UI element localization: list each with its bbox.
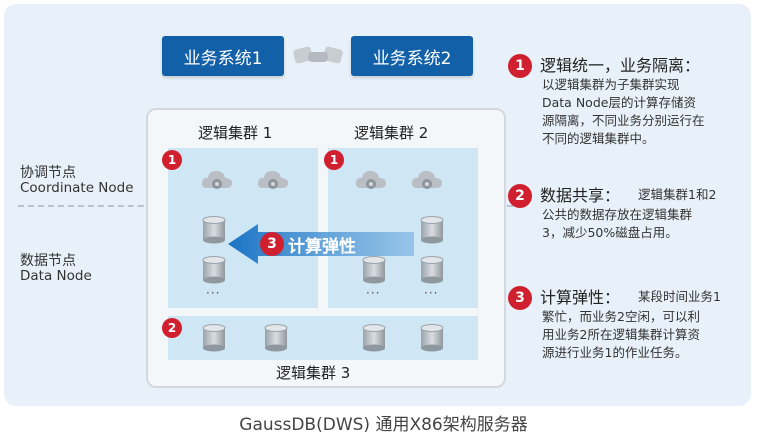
cluster-3-label: 逻辑集群 3 [276, 364, 351, 382]
badge-1-cluster-1: 1 [162, 150, 182, 170]
diagram-canvas: 业务系统1 业务系统2 逻辑集群 1 逻辑集群 2 逻辑集群 3 1 1 2 [4, 4, 751, 406]
database-icon [420, 256, 444, 284]
annotation-1-badge: 1 [508, 54, 532, 78]
database-icon [420, 216, 444, 244]
badge-2-cluster-3: 2 [162, 318, 182, 338]
coordinator-cloud-icon [355, 171, 386, 189]
badge-1-cluster-2: 1 [324, 150, 344, 170]
cluster-2-label: 逻辑集群 2 [354, 124, 429, 142]
cluster-1-label: 逻辑集群 1 [198, 124, 273, 142]
database-icon [202, 256, 226, 284]
coordinate-layer-label-cn: 协调节点 [20, 165, 76, 181]
annotation-3-body: 繁忙，而业务2空闲，可以利 用业务2所在逻辑集群计算资 源进行业务1的作业任务。 [542, 309, 700, 360]
annotation-1-body: 以逻辑集群为子集群实现 Data Node层的计算存储资 源隔离，不同业务分别运… [542, 77, 705, 146]
database-icon [420, 324, 444, 352]
arrow-label: 计算弹性 [288, 237, 356, 257]
cluster-1 [168, 148, 318, 308]
handshake-icon [293, 46, 343, 64]
badge-3-arrow: 3 [260, 232, 284, 256]
database-icon [362, 256, 386, 284]
annotation-2-body-line1: 逻辑集群1和2 [638, 187, 717, 202]
database-icon [202, 324, 226, 352]
cluster-2 [328, 148, 478, 308]
database-icon [362, 324, 386, 352]
more-nodes-indicator: ··· [366, 286, 381, 300]
system-box-2: 业务系统2 [351, 36, 473, 76]
annotation-2-body: 公共的数据存放在逻辑集群 3，减少50%磁盘占用。 [542, 207, 693, 240]
more-nodes-indicator: ··· [424, 286, 439, 300]
system-box-1: 业务系统1 [162, 36, 284, 76]
annotation-3-badge: 3 [508, 286, 532, 310]
database-icon [264, 324, 288, 352]
coordinator-cloud-icon [257, 171, 288, 189]
annotation-1-title: 逻辑统一，业务隔离： [540, 56, 701, 75]
coordinator-cloud-icon [411, 171, 442, 189]
annotation-3-title: 计算弹性： [540, 288, 621, 307]
annotation-3-body-line1: 某段时间业务1 [638, 289, 721, 304]
footer-caption: GaussDB(DWS) 通用X86架构服务器 [239, 415, 528, 435]
annotation-2-title: 数据共享： [540, 186, 621, 205]
data-layer-label-cn: 数据节点 [20, 253, 76, 269]
more-nodes-indicator: ··· [206, 286, 221, 300]
coordinate-layer-label-en: Coordinate Node [20, 180, 134, 196]
coordinator-cloud-icon [201, 171, 232, 189]
clusters-container: 逻辑集群 1 逻辑集群 2 逻辑集群 3 1 1 2 ··· [146, 108, 506, 388]
data-layer-label-en: Data Node [20, 268, 92, 284]
database-icon [202, 216, 226, 244]
annotation-2-badge: 2 [508, 184, 532, 208]
